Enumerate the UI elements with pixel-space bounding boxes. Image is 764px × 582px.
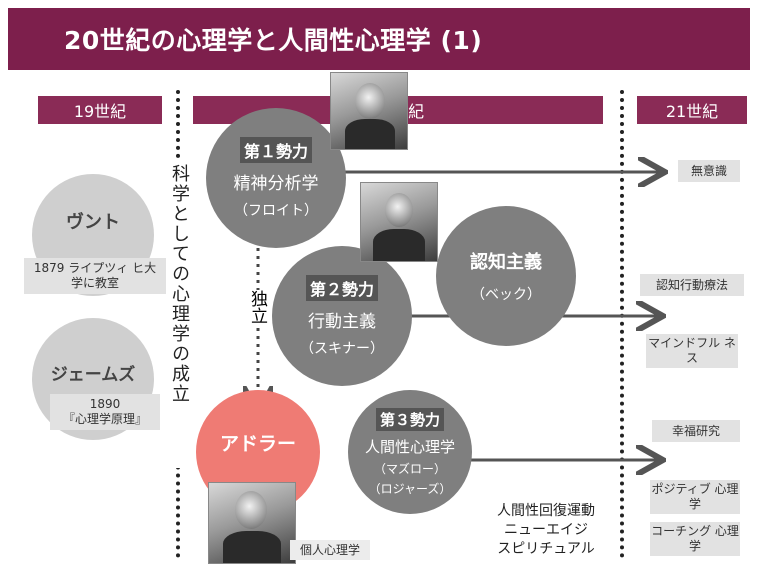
- outcome-mindfulness: マインドフル ネス: [646, 334, 738, 368]
- wundt-name: ヴント: [66, 212, 120, 233]
- force3-name: 人間性心理学: [364, 437, 455, 456]
- james-note-title: 『心理学原理』: [62, 412, 147, 426]
- force3-label: 第３勢力: [375, 407, 444, 431]
- james-note-year: 1890: [89, 397, 121, 411]
- outcome-coaching: コーチング 心理学: [650, 522, 740, 556]
- force3-circle: 第３勢力 人間性心理学 （マズロー） （ロジャーズ）: [348, 390, 472, 514]
- era-19th-century: 19世紀: [38, 96, 162, 124]
- era-21st-century: 21世紀: [637, 96, 747, 124]
- adler-photo: [208, 482, 296, 564]
- skinner-photo: [360, 182, 438, 262]
- wundt-note: 1879 ライプツィ ヒ大学に教室: [24, 258, 166, 294]
- force1-label: 第１勢力: [239, 136, 312, 163]
- force1-circle: 第１勢力 精神分析学 （フロイト）: [206, 108, 346, 248]
- force1-name: 精神分析学: [233, 173, 319, 194]
- outcome-positive: ポジティブ 心理学: [650, 480, 740, 514]
- cognitive-person: （ベック）: [471, 287, 541, 303]
- page-title: 20世紀の心理学と人間性心理学 (1): [64, 26, 483, 55]
- outcome-happiness: 幸福研究: [652, 420, 740, 442]
- outcome-cbt: 認知行動療法: [640, 274, 744, 296]
- movement-line2: ニューエイジ: [504, 522, 588, 538]
- cognitive-circle: 認知主義 （ベック）: [436, 206, 576, 346]
- force2-circle: 第２勢力 行動主義 （スキナー）: [272, 246, 412, 386]
- cognitive-name: 認知主義: [470, 252, 542, 273]
- force2-label: 第２勢力: [305, 274, 378, 301]
- force3-person1: （マズロー）: [373, 461, 446, 476]
- vertical-caption: 科学としての心理学の成立: [166, 160, 192, 468]
- adler-caption: 個人心理学: [290, 540, 370, 560]
- movement-line1: 人間性回復運動: [497, 503, 595, 519]
- outcome-unconscious: 無意識: [678, 160, 740, 182]
- movement-text: 人間性回復運動 ニューエイジ スピリチュアル: [476, 502, 616, 559]
- force3-person2: （ロジャーズ）: [368, 481, 452, 496]
- title-bar: 20世紀の心理学と人間性心理学 (1): [8, 8, 750, 70]
- force1-person: （フロイト）: [234, 202, 318, 219]
- independence-label: 独立: [246, 290, 270, 324]
- force2-person: （スキナー）: [300, 340, 384, 357]
- movement-line3: スピリチュアル: [497, 541, 595, 557]
- force2-name: 行動主義: [308, 311, 376, 332]
- adler-name: アドラー: [219, 432, 296, 455]
- james-note: 1890 『心理学原理』: [50, 394, 160, 430]
- james-name: ジェームズ: [50, 364, 136, 385]
- divider-20-21: [620, 90, 624, 558]
- freud-photo: [330, 72, 408, 150]
